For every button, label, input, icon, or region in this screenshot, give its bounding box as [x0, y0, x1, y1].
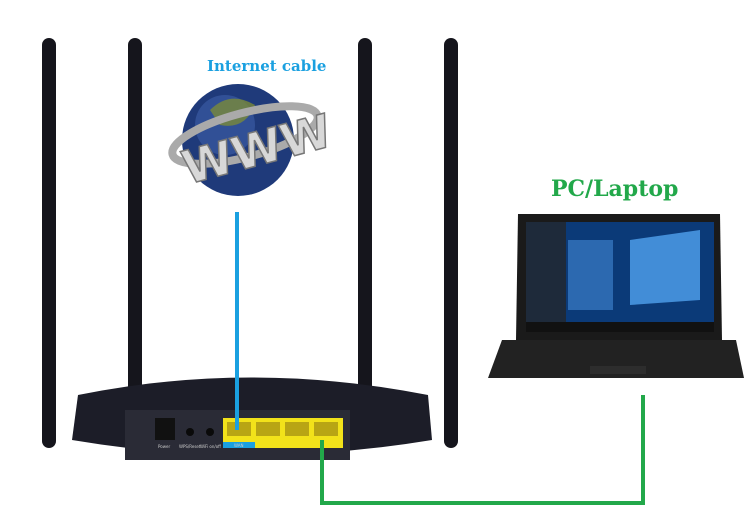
router: Power WPS/Reset WiFi on/off WAN — [72, 377, 432, 460]
internet-cable-label: Internet cable — [207, 57, 327, 75]
laptop-icon — [488, 214, 744, 378]
www-globe-icon: WWW — [168, 84, 338, 196]
wifi-label: WiFi on/off — [200, 444, 221, 449]
wan-label: WAN — [234, 443, 243, 448]
pc-laptop-label: PC/Laptop — [551, 176, 679, 202]
power-label: Power — [158, 444, 170, 449]
router-antennas — [42, 38, 458, 448]
wps-label: WPS/Reset — [179, 444, 201, 449]
lan-cable — [320, 395, 645, 505]
